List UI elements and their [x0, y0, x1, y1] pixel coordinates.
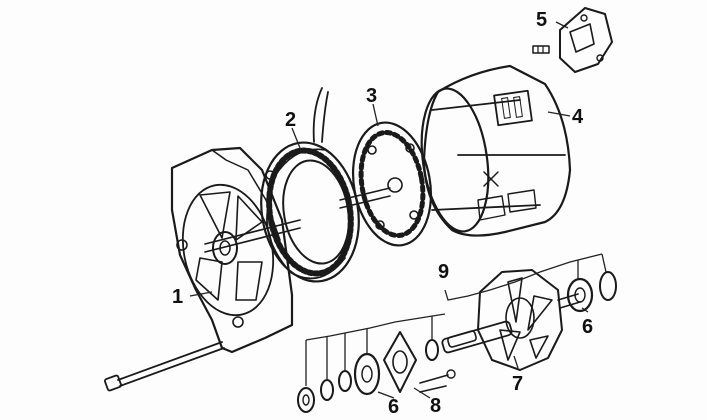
label-rectifier: 3 — [366, 85, 377, 107]
bearing-right — [566, 271, 617, 313]
stator — [260, 87, 360, 283]
label-front-housing: 1 — [172, 286, 183, 308]
rotor — [441, 269, 581, 371]
rear-housing — [420, 64, 572, 237]
label-rotor: 7 — [512, 373, 523, 395]
label-small-parts-group: 9 — [438, 261, 449, 283]
through-bolt — [104, 341, 225, 392]
label-washer: 8 — [430, 395, 441, 417]
label-stator: 2 — [285, 109, 296, 131]
label-bearing-right: 6 — [582, 316, 593, 338]
label-bearing-bottom: 6 — [388, 396, 399, 418]
label-regulator: 5 — [536, 9, 547, 31]
leader-lines — [189, 21, 607, 399]
regulator — [532, 7, 613, 73]
rectifier — [339, 121, 433, 247]
label-rear-housing: 4 — [572, 106, 584, 128]
